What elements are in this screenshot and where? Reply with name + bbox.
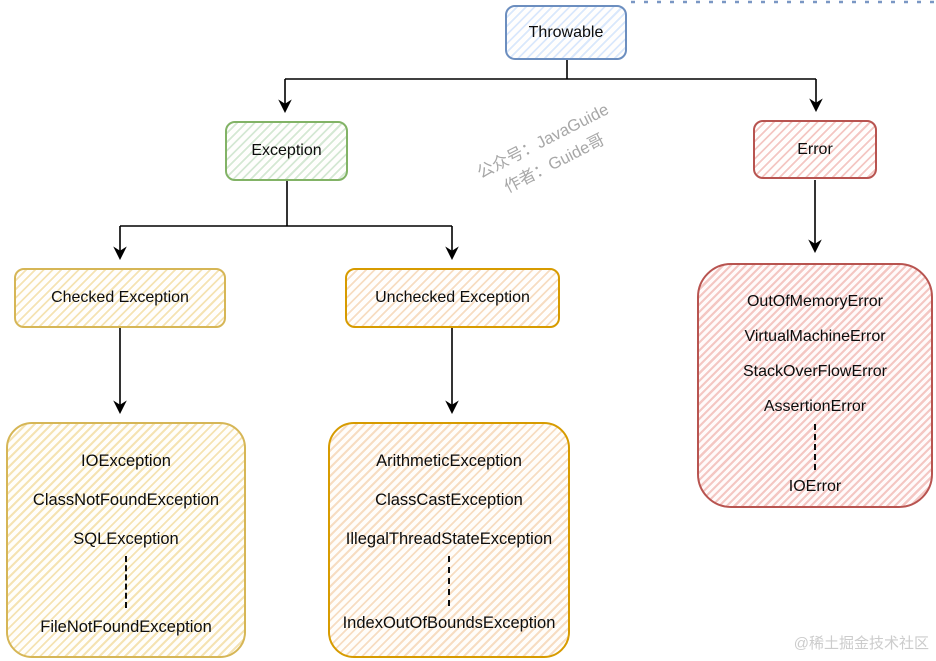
node-checked-exception: Checked Exception: [14, 268, 226, 328]
list-item: ClassCastException: [375, 491, 523, 509]
list-item: FileNotFoundException: [40, 618, 212, 636]
ellipsis-dashed-line: [125, 556, 127, 608]
list-item: ArithmeticException: [376, 452, 522, 470]
node-unchecked-exception: Unchecked Exception: [345, 268, 560, 328]
node-error-label: Error: [797, 140, 833, 158]
list-item: OutOfMemoryError: [746, 293, 883, 310]
ellipsis-dashed-line: [448, 556, 450, 606]
list-item: IOError: [788, 478, 842, 495]
node-throwable: Throwable: [505, 5, 627, 60]
error-examples-box: OutOfMemoryError VirtualMachineError Sta…: [697, 263, 933, 508]
list-item: IndexOutOfBoundsException: [342, 614, 556, 632]
list-item: AssertionError: [763, 398, 867, 415]
node-checked-exception-label: Checked Exception: [51, 289, 189, 306]
node-exception: Exception: [225, 121, 348, 181]
list-item: IOException: [81, 452, 171, 470]
node-unchecked-exception-label: Unchecked Exception: [375, 289, 530, 306]
node-error: Error: [753, 120, 877, 179]
list-item: IllegalThreadStateException: [345, 530, 553, 548]
watermark-bottom-right: @稀土掘金技术社区: [793, 635, 929, 652]
list-item: SQLException: [73, 530, 179, 548]
node-exception-label: Exception: [251, 142, 322, 159]
ellipsis-dashed-line: [814, 424, 816, 470]
unchecked-exception-examples-box: ArithmeticException ClassCastException I…: [328, 422, 570, 658]
node-throwable-label: Throwable: [528, 23, 604, 41]
list-item: StackOverFlowError: [742, 363, 888, 380]
checked-exception-examples-box: IOException ClassNotFoundException SQLEx…: [6, 422, 246, 658]
list-item: ClassNotFoundException: [32, 491, 220, 509]
list-item: VirtualMachineError: [744, 328, 886, 345]
